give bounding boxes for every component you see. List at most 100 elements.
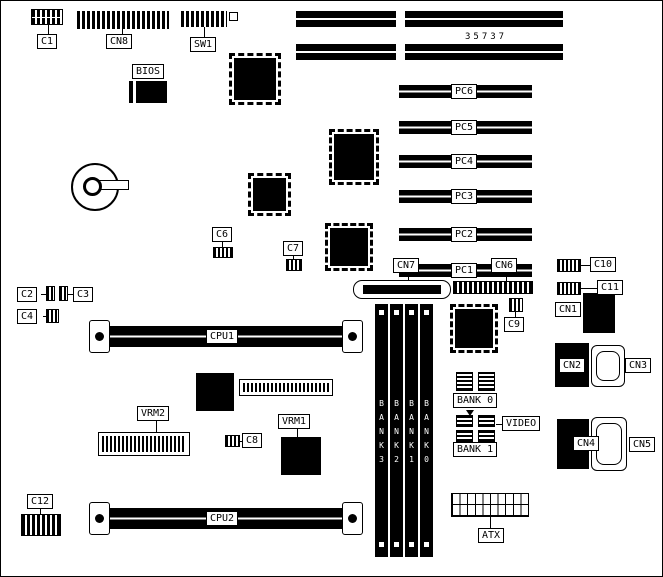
label-cpu1: CPU1 bbox=[206, 329, 239, 344]
c2-leader-line bbox=[41, 294, 46, 295]
label-pc4: PC4 bbox=[451, 154, 478, 169]
label-atx: ATX bbox=[478, 528, 505, 543]
label-c1: C1 bbox=[37, 34, 58, 49]
label-c2: C2 bbox=[17, 287, 38, 302]
qfp-chip-3 bbox=[248, 173, 291, 216]
label-pc3: PC3 bbox=[451, 189, 478, 204]
c3-component bbox=[59, 286, 68, 301]
dimm-notch bbox=[424, 310, 429, 315]
vrm1-connector-pins bbox=[243, 383, 329, 392]
dimm-slot-bank0-label: BANK0 bbox=[422, 399, 431, 469]
dimm-notch bbox=[409, 310, 414, 315]
label-bank1: BANK 1 bbox=[453, 442, 498, 457]
dimm-notch bbox=[409, 542, 414, 547]
chip-1 bbox=[196, 373, 234, 411]
c7-leader-line bbox=[293, 256, 294, 259]
atx-leader-line bbox=[490, 517, 491, 528]
cache-dip-2 bbox=[478, 372, 495, 391]
vrm1-leader-line bbox=[297, 429, 298, 437]
c9-component bbox=[509, 298, 523, 312]
label-cn1: CN1 bbox=[555, 302, 582, 317]
qfp-chip-2-die bbox=[334, 134, 374, 180]
c1-leader-line bbox=[48, 25, 49, 34]
label-pc2: PC2 bbox=[451, 227, 478, 242]
label-video: VIDEO bbox=[502, 416, 541, 431]
qfp-chip-2 bbox=[329, 129, 379, 185]
cn1-keyboard-connector bbox=[583, 293, 615, 333]
cpu2-mount-right bbox=[342, 502, 363, 535]
c7-component bbox=[286, 259, 302, 271]
sw1-dip-switch bbox=[181, 11, 227, 27]
bank0-arrow bbox=[466, 410, 474, 416]
cache-dip-1 bbox=[456, 372, 473, 391]
cache-dip-6 bbox=[478, 430, 495, 442]
label-c12: C12 bbox=[27, 494, 54, 509]
cn8-leader-line bbox=[122, 29, 123, 34]
qfp-chip-1 bbox=[229, 53, 281, 105]
vrm2-leader-line bbox=[156, 421, 157, 432]
vrm2-connector-pins bbox=[102, 436, 186, 452]
label-vrm1: VRM1 bbox=[278, 414, 311, 429]
c2-component bbox=[46, 286, 55, 301]
label-cn4: CN4 bbox=[573, 436, 600, 451]
label-c6: C6 bbox=[212, 227, 233, 242]
qfp-chip-1-die bbox=[234, 58, 276, 100]
qfp-chip-3-die bbox=[253, 178, 286, 211]
cache-dip-4 bbox=[478, 415, 495, 427]
label-c11: C11 bbox=[597, 280, 624, 295]
cn6-connector bbox=[453, 281, 533, 294]
label-sw1: SW1 bbox=[190, 37, 217, 52]
qfp-chip-5-die bbox=[455, 309, 493, 348]
dimm-notch bbox=[394, 310, 399, 315]
c6-leader-line bbox=[222, 242, 223, 247]
c4-component bbox=[46, 309, 59, 323]
c12-leader-line bbox=[40, 509, 41, 514]
sw1-switch-cap bbox=[229, 12, 238, 21]
label-c7: C7 bbox=[283, 241, 304, 256]
label-bank0: BANK 0 bbox=[453, 393, 498, 408]
dimm-slot-bank3: BANK3 bbox=[375, 304, 388, 557]
dimm-slot-bank0: BANK0 bbox=[420, 304, 433, 557]
label-pc1: PC1 bbox=[451, 263, 478, 278]
label-c10: C10 bbox=[590, 257, 617, 272]
cn7-connector-pins bbox=[363, 285, 441, 294]
cn7-leader-line bbox=[408, 273, 409, 280]
cpu1-mount-left bbox=[89, 320, 110, 353]
c8-leader-line bbox=[240, 441, 242, 442]
dimm-slot-bank3-label: BANK3 bbox=[377, 399, 386, 469]
cpu2-mount-left bbox=[89, 502, 110, 535]
dimm-notch bbox=[424, 542, 429, 547]
label-vrm2: VRM2 bbox=[137, 406, 170, 421]
dimm-slot-bank2-label: BANK2 bbox=[392, 399, 401, 469]
c3-leader-line bbox=[68, 294, 73, 295]
label-c8: C8 bbox=[242, 433, 263, 448]
isa-slot-2-left bbox=[296, 44, 396, 60]
c11-leader-line bbox=[581, 288, 597, 289]
c6-component bbox=[213, 247, 233, 258]
qfp-chip-4 bbox=[325, 223, 373, 271]
label-pc5: PC5 bbox=[451, 120, 478, 135]
dimm-slot-bank1: BANK1 bbox=[405, 304, 418, 557]
part-number: 35737 bbox=[465, 32, 508, 42]
c12-connector bbox=[21, 514, 61, 536]
c8-component bbox=[225, 435, 240, 447]
vrm1-chip bbox=[281, 437, 321, 475]
cpu1-mount-right bbox=[342, 320, 363, 353]
video-leader-line bbox=[496, 424, 502, 425]
dimm-notch bbox=[379, 310, 384, 315]
cn8-connector bbox=[77, 11, 169, 29]
cn6-leader-line bbox=[506, 273, 507, 281]
label-cn5: CN5 bbox=[629, 437, 656, 452]
cache-dip-3 bbox=[456, 415, 473, 427]
label-pc6: PC6 bbox=[451, 84, 478, 99]
c1-connector bbox=[31, 9, 63, 25]
qfp-chip-5 bbox=[450, 304, 498, 353]
label-cn2: CN2 bbox=[559, 358, 586, 373]
c11-connector bbox=[557, 282, 581, 295]
bios-chip bbox=[129, 81, 167, 103]
label-cn7: CN7 bbox=[393, 258, 420, 273]
atx-power-connector bbox=[451, 493, 529, 517]
qfp-chip-4-die bbox=[330, 228, 368, 266]
label-c9: C9 bbox=[504, 317, 525, 332]
